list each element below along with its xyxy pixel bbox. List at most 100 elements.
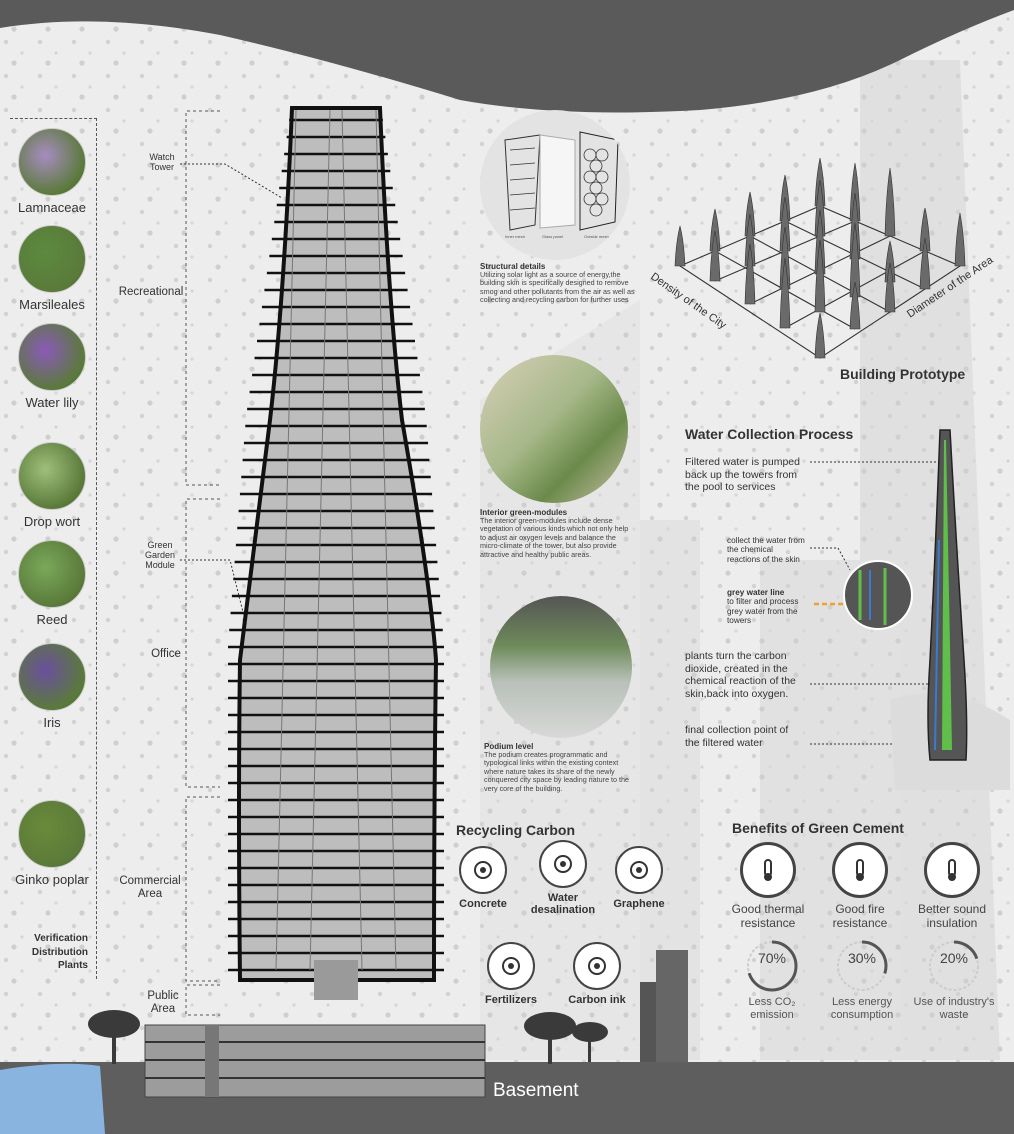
building-block (656, 950, 688, 1062)
concrete-icon (459, 846, 507, 894)
plant-item: Marsileales (18, 225, 86, 312)
plant-item: Iris (18, 643, 86, 730)
plant-photo (18, 643, 86, 711)
podium-body: The podium creates programmatic and typo… (484, 750, 630, 793)
fire-icon (832, 842, 888, 898)
stat-value: 20% (940, 950, 968, 966)
prototype-tower (954, 212, 966, 267)
benefit-label: Better sound insulation (917, 902, 987, 930)
water-step-2: collect the water from the chemical reac… (727, 536, 805, 564)
recycling-title: Recycling Carbon (456, 822, 576, 838)
recycling-label: Graphene (613, 898, 665, 910)
recycling-item: Water desalination (528, 840, 598, 916)
plant-label: Lamnaceae (18, 200, 86, 215)
prototype-tower (884, 167, 896, 237)
structural-image: Inner mesh Glass panel Outside mesh (480, 110, 630, 260)
structural-title: Structural details (480, 262, 546, 271)
stat-label: Less energy consumption (830, 996, 894, 1021)
plant-item: Lamnaceae (18, 128, 86, 215)
plant-label: Marsileales (19, 297, 85, 312)
plant-label: Iris (43, 715, 61, 730)
podium-base (144, 1024, 486, 1098)
header-wave (0, 0, 1014, 113)
plant-photo (18, 323, 86, 391)
prototype-tower (709, 208, 721, 252)
factory-icon: 20% (928, 940, 980, 992)
water-desalination-icon (539, 840, 587, 888)
thermometer-icon (740, 842, 796, 898)
recycling-label: Concrete (459, 898, 507, 910)
structural-body: Utilizing solar light as a source of ene… (480, 270, 635, 305)
plant-label: Water lily (25, 395, 79, 410)
green-module-body: The interior green-modules include dense… (480, 516, 629, 559)
plant-photo (18, 128, 86, 196)
axis-right-label: Diameter of the Area (905, 254, 996, 321)
podium-image (490, 596, 632, 738)
plant-photo (18, 800, 86, 868)
benefit-label: Good thermal resistance (731, 902, 805, 930)
panel-label-outside: Outside mesh (584, 234, 609, 239)
stat-value: 30% (848, 950, 876, 966)
recycling-label: Water desalination (530, 892, 596, 916)
green-module-image (480, 355, 628, 503)
tower-section (228, 106, 444, 1000)
prototype-tower (814, 239, 826, 313)
podium-note: Podium level The podium creates programm… (484, 742, 634, 793)
zone-public: Public Area (147, 990, 179, 1015)
co2-icon: 70% (746, 940, 798, 992)
lightning-icon: 30% (836, 940, 888, 992)
plant-label: Ginko poplar (15, 872, 89, 887)
prototype-tower (814, 179, 826, 237)
prototype-title: Building Prototype (840, 366, 966, 382)
panel-label-glass: Glass panel (542, 234, 563, 239)
recycling-item: Graphene (604, 846, 674, 910)
recycling-item: Concrete (448, 846, 518, 910)
benefit-item: Good thermal resistance (728, 842, 808, 930)
trees (88, 1010, 608, 1064)
benefit-item: Better sound insulation (912, 842, 992, 930)
prototype-tower (919, 237, 931, 290)
stat-value: 70% (758, 950, 786, 966)
basement-label: Basement (493, 1080, 579, 1101)
plant-photo (18, 225, 86, 293)
graphene-icon (615, 846, 663, 894)
plants-footer: Verification Distribution Plants (31, 933, 88, 971)
panel-label-inner: Inner mesh (505, 234, 525, 239)
structural-note: Structural details Utilizing solar light… (480, 262, 635, 305)
benefits-title: Benefits of Green Cement (732, 820, 904, 836)
green-module-note: Interior green-modules The interior gree… (480, 508, 630, 559)
benefit-stat: 20% Use of industry's waste (912, 938, 996, 1022)
water-step-5: final collection point of the filtered w… (685, 724, 789, 749)
prototype-tower (849, 281, 861, 330)
recycling-item: Fertilizers (476, 942, 546, 1006)
plant-photo (18, 442, 86, 510)
prototype-tower (814, 312, 826, 359)
water-step-1: Filtered water is pumped back up the tow… (685, 456, 800, 493)
sound-wave-icon (924, 842, 980, 898)
water-step-3-body: to filter and process grey water from th… (727, 597, 799, 626)
prototype-tower (744, 243, 756, 305)
prototype-tower (779, 196, 791, 252)
water-step-3: grey water line to filter and process gr… (727, 588, 812, 626)
plant-label: Drop wort (23, 514, 81, 529)
water-step-3-title: grey water line (727, 588, 785, 597)
prototype-tower (849, 222, 861, 298)
benefit-stat: 30% Less energy consumption (820, 938, 904, 1022)
recycling-item: Carbon ink (562, 942, 632, 1006)
water-tower-illustration (843, 429, 1010, 790)
zone-green-garden: Green Garden Module (144, 540, 176, 570)
stat-progress-ring (928, 940, 980, 992)
benefit-item: Good fire resistance (820, 842, 900, 930)
plant-item: Ginko poplar (15, 800, 89, 887)
plant-item: Water lily (18, 323, 86, 410)
prototype-tower (709, 230, 721, 282)
prototype-tower (849, 162, 861, 222)
water-title: Water Collection Process (685, 426, 854, 442)
zone-leaders (180, 163, 283, 621)
podium-title: Podium level (484, 742, 534, 751)
stat-progress-ring (746, 940, 798, 992)
stat-label: Less CO₂ emission (748, 996, 796, 1021)
stat-progress-ring (836, 940, 888, 992)
plant-item: Reed (18, 540, 86, 627)
stat-label: Use of industry's waste (913, 996, 995, 1021)
